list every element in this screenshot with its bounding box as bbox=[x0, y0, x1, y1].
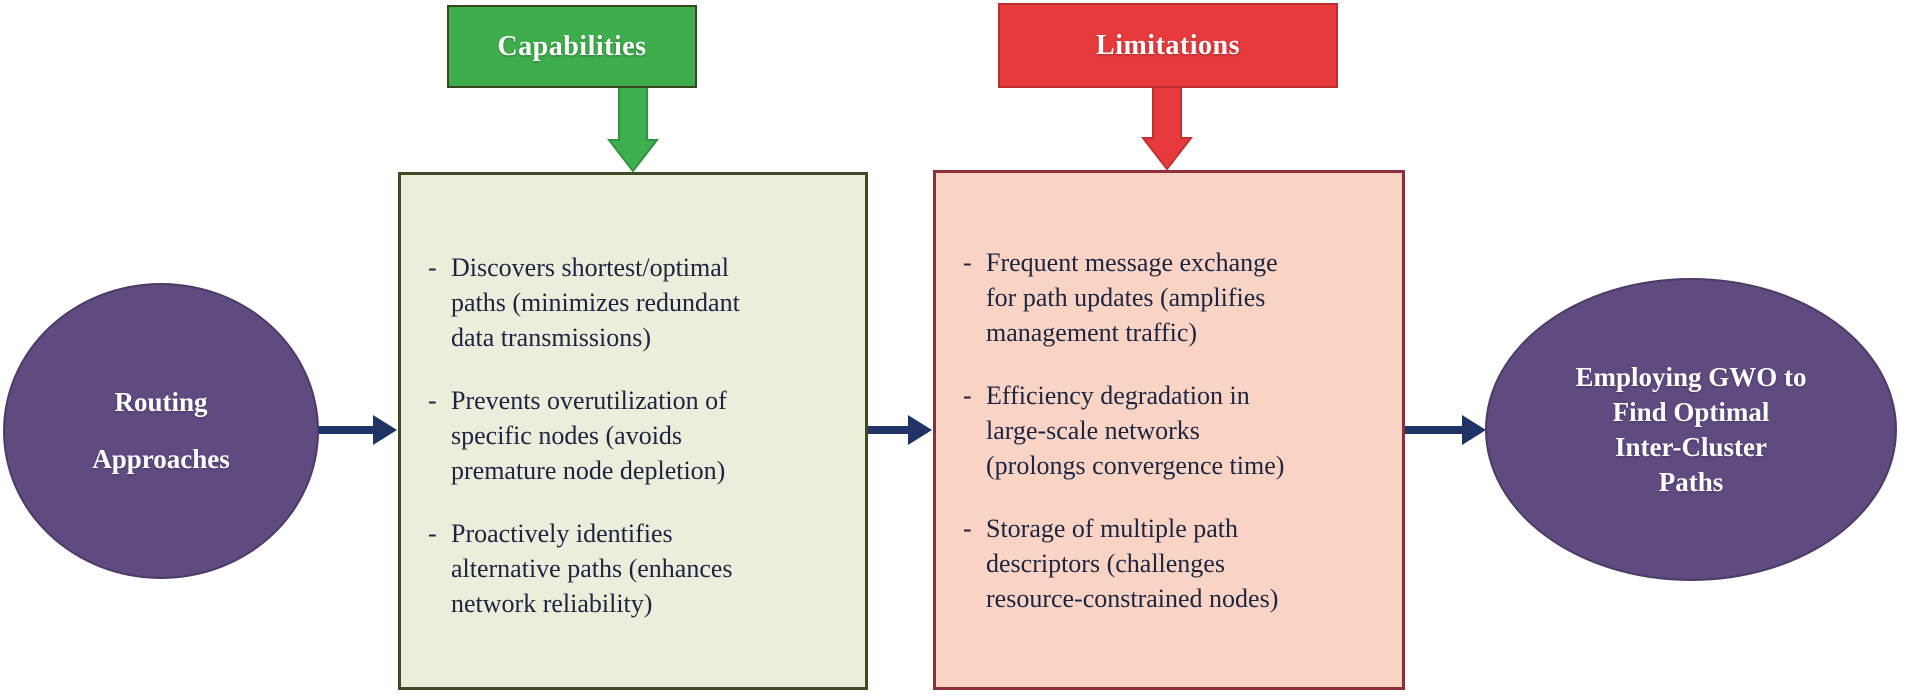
bullet-marker: - bbox=[963, 514, 972, 543]
bullet-marker: - bbox=[963, 248, 972, 277]
routing-approaches-label-line2: Approaches bbox=[92, 444, 230, 474]
capabilities-header-label: Capabilities bbox=[497, 30, 647, 62]
routing-approaches-label-line1: Routing bbox=[114, 387, 208, 417]
capability-item: - Proactively identifies alternative pat… bbox=[428, 516, 845, 621]
capability-item: - Discovers shortest/optimal paths (mini… bbox=[428, 250, 845, 355]
limitation-item: - Efficiency degradation in large-scale … bbox=[963, 378, 1382, 483]
limitations-header-label: Limitations bbox=[1096, 29, 1240, 61]
limitation-item-text: Frequent message exchange for path updat… bbox=[986, 248, 1278, 347]
capabilities-down-arrow-icon bbox=[606, 85, 660, 173]
limitations-box: - Frequent message exchange for path upd… bbox=[933, 170, 1405, 690]
capability-item-text: Prevents overutilization of specific nod… bbox=[451, 386, 727, 485]
bullet-marker: - bbox=[963, 381, 972, 410]
employing-gwo-label: Employing GWO to Find Optimal Inter-Clus… bbox=[1575, 361, 1807, 497]
bullet-marker: - bbox=[428, 386, 437, 415]
limitation-item-text: Storage of multiple path descriptors (ch… bbox=[986, 514, 1279, 613]
capability-item-text: Proactively identifies alternative paths… bbox=[451, 519, 733, 618]
limitation-item-text: Efficiency degradation in large-scale ne… bbox=[986, 381, 1285, 480]
flow-arrow-limitations-to-gwo-icon bbox=[1405, 415, 1486, 445]
bullet-marker: - bbox=[428, 253, 437, 282]
capability-item-text: Discovers shortest/optimal paths (minimi… bbox=[451, 253, 740, 352]
flow-arrow-routing-to-capabilities-icon bbox=[318, 415, 397, 445]
employing-gwo-node: Employing GWO to Find Optimal Inter-Clus… bbox=[1485, 278, 1897, 581]
capability-item: - Prevents overutilization of specific n… bbox=[428, 383, 845, 488]
limitation-item: - Frequent message exchange for path upd… bbox=[963, 245, 1382, 350]
flow-arrow-capabilities-to-limitations-icon bbox=[868, 415, 932, 445]
routing-approaches-node: Routing Approaches bbox=[3, 283, 319, 579]
limitation-item: - Storage of multiple path descriptors (… bbox=[963, 511, 1382, 616]
bullet-marker: - bbox=[428, 519, 437, 548]
limitations-header: Limitations bbox=[998, 3, 1338, 88]
limitations-down-arrow-icon bbox=[1140, 85, 1194, 171]
capabilities-header: Capabilities bbox=[447, 5, 697, 88]
capabilities-box: - Discovers shortest/optimal paths (mini… bbox=[398, 172, 868, 690]
